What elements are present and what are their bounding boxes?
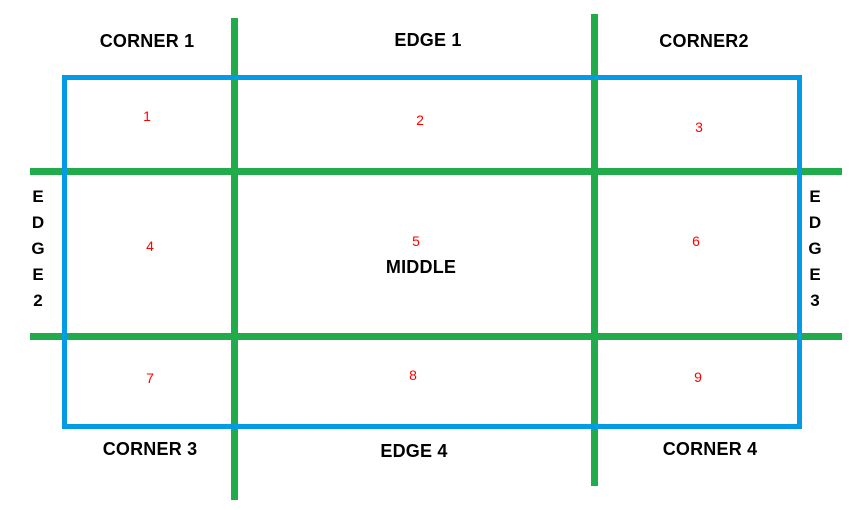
label-corner-1: CORNER 1 bbox=[99, 31, 195, 51]
label-edge-4: EDGE 4 bbox=[380, 441, 448, 461]
cell-number-2: 2 bbox=[416, 112, 424, 128]
label-corner-4: CORNER 4 bbox=[662, 439, 758, 459]
label-edge-2-char-3: G bbox=[31, 239, 45, 258]
label-edge-1: EDGE 1 bbox=[394, 30, 462, 50]
cell-number-7: 7 bbox=[146, 370, 154, 386]
grid-line-vertical-left bbox=[231, 18, 238, 500]
image-boundary-left-edge bbox=[62, 75, 67, 429]
cell-number-6: 6 bbox=[692, 233, 700, 249]
label-edge-3: E D G E 3 bbox=[806, 184, 824, 314]
label-edge-2-char-1: E bbox=[32, 187, 44, 206]
label-edge-3-char-5: 3 bbox=[810, 291, 820, 310]
grid-line-horizontal-bottom bbox=[30, 333, 842, 340]
cell-number-8: 8 bbox=[409, 367, 417, 383]
cell-number-4: 4 bbox=[146, 238, 154, 254]
cell-number-5: 5 bbox=[412, 233, 420, 249]
label-edge-2-char-5: 2 bbox=[33, 291, 43, 310]
label-edge-2: E D G E 2 bbox=[29, 184, 47, 314]
cell-number-3: 3 bbox=[695, 119, 703, 135]
label-edge-2-char-2: D bbox=[31, 213, 45, 232]
image-boundary-bottom-edge bbox=[62, 424, 802, 429]
cell-number-9: 9 bbox=[694, 369, 702, 385]
label-edge-3-char-3: G bbox=[808, 239, 822, 258]
image-boundary-right-edge bbox=[797, 75, 802, 429]
label-corner-2: CORNER2 bbox=[659, 31, 749, 51]
label-edge-3-char-4: E bbox=[809, 265, 821, 284]
label-corner-3: CORNER 3 bbox=[102, 439, 198, 459]
image-boundary-top-edge bbox=[62, 75, 802, 80]
grid-line-horizontal-top bbox=[30, 168, 842, 175]
label-middle: MIDDLE bbox=[385, 257, 457, 277]
grid-line-vertical-right bbox=[591, 14, 598, 486]
label-edge-3-char-1: E bbox=[809, 187, 821, 206]
label-edge-2-char-4: E bbox=[32, 265, 44, 284]
label-edge-3-char-2: D bbox=[808, 213, 822, 232]
cell-number-1: 1 bbox=[143, 108, 151, 124]
